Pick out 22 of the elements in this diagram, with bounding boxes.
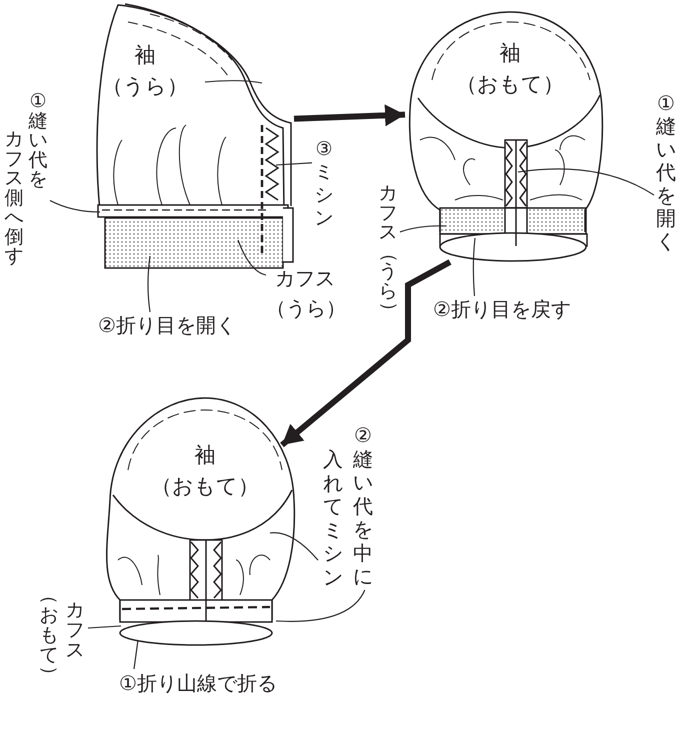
step-arrow [294,104,406,126]
leader-line [518,168,654,196]
leader-line [133,640,139,670]
callout-text: ②折り目を開く [82,312,252,339]
leader-line [276,590,366,622]
leader-line [50,200,100,213]
callout-text: ①折り山線で折る [98,669,298,697]
callout-text: ③ミシン [312,138,336,230]
callout-text: ①縫い代を開く [654,92,678,253]
callout-text: ①縫い代をカフス側へ倒す [2,92,50,267]
leader-line [400,225,446,232]
leader-line [270,532,318,560]
leader-line [276,162,312,166]
part-label: 袖（おもて） [455,40,565,98]
leader-line [147,256,151,312]
part-label: 袖（おもて） [150,442,260,500]
leader-line [472,238,476,296]
callout-text: カフス（うら） [266,263,344,323]
callout-text: ②縫い代を中に入れてミシン [318,424,378,590]
part-label: 袖（うら） [101,42,189,100]
callout-text: カフス（うら） [376,184,400,321]
callout-text: ②折り目を戻す [416,296,588,323]
